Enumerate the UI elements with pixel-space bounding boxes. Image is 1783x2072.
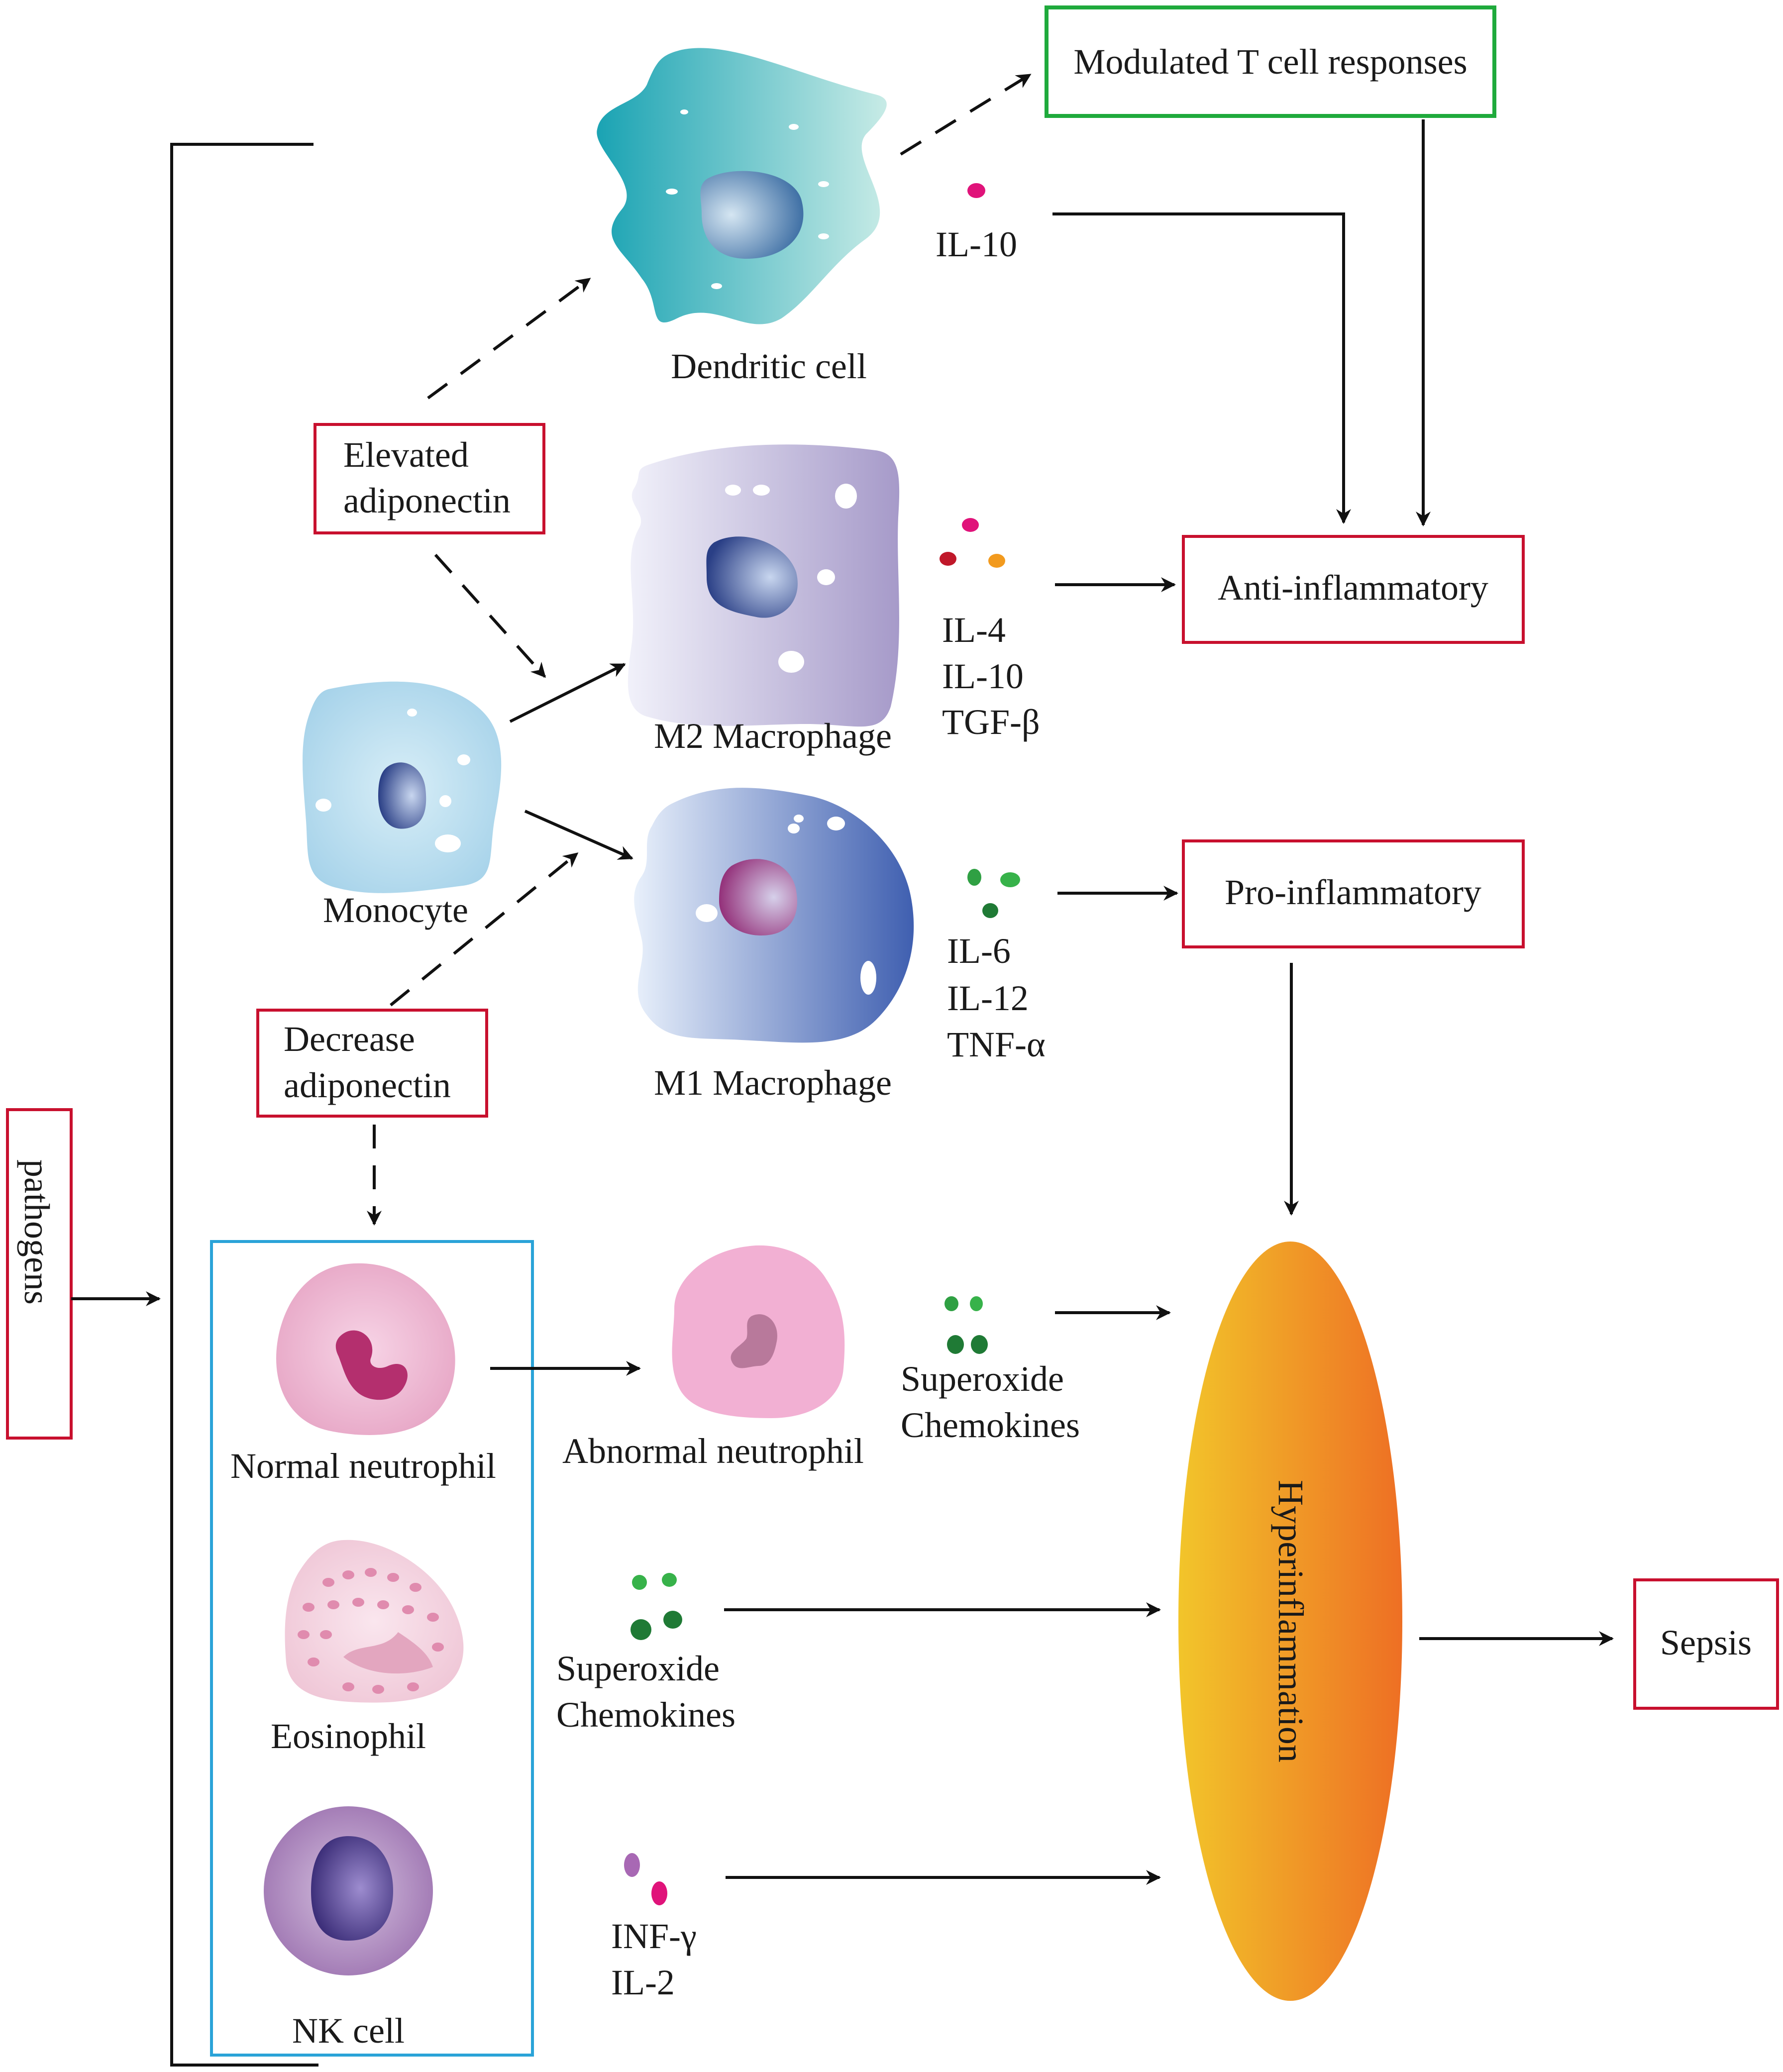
m1-macrophage — [634, 788, 914, 1043]
m2-macrophage — [628, 444, 900, 727]
monocyte-label: Monocyte — [323, 890, 468, 930]
m2-cytokine-tgfb: TGF-β — [942, 702, 1040, 742]
neutrophil-product-superoxide: Superoxide — [901, 1359, 1064, 1399]
il12-dot — [1000, 872, 1020, 887]
neutrophil-product-chemokines: Chemokines — [901, 1405, 1080, 1445]
pathogens-box: pathogens — [6, 1108, 73, 1440]
elevated-to-dendritic-arrow — [427, 277, 591, 400]
tgf-beta-dot — [988, 554, 1005, 568]
eos-product-chemokines: Chemokines — [556, 1695, 735, 1735]
anti-inflammatory-box: Anti-inflammatory — [1182, 535, 1525, 644]
m2-cytokine-il4: IL-4 — [942, 610, 1006, 650]
abnormal-neutrophil — [672, 1245, 845, 1418]
abnormal-neutrophil-label: Abnormal neutrophil — [562, 1431, 864, 1471]
pathogen-bracket — [170, 143, 318, 2067]
modulated-t-cell-box: Modulated T cell responses — [1045, 5, 1496, 118]
decrease-label-line1: Decrease — [284, 1019, 415, 1059]
decrease-label-line2: adiponectin — [284, 1065, 451, 1105]
m1-macrophage-label: M1 Macrophage — [654, 1063, 892, 1103]
elevated-adiponectin-box: Elevated adiponectin — [314, 423, 545, 534]
il10-m2-dot — [940, 552, 956, 566]
normal-neutrophil-label: Normal neutrophil — [230, 1446, 496, 1486]
hyperinflammation-label: Hyperinflammation — [1271, 1480, 1311, 1762]
monocyte-to-m2-arrow — [509, 663, 626, 723]
il10-dot — [967, 183, 985, 198]
pro-inflammatory-box: Pro-inflammatory — [1182, 839, 1525, 948]
neutrophil-product-dot-4 — [971, 1335, 988, 1354]
normal-neutrophil — [276, 1263, 455, 1435]
neutrophil-product-dot-3 — [947, 1335, 964, 1354]
m1-cytokine-tnfa: TNF-α — [947, 1025, 1046, 1064]
monocyte — [303, 681, 502, 893]
decrease-adiponectin-box: Decrease adiponectin — [256, 1009, 488, 1118]
eos-product-dot-1 — [632, 1575, 647, 1590]
granulocyte-box — [210, 1240, 534, 2057]
nk-product-inf-gamma: INF-γ — [611, 1916, 697, 1956]
m2-cytokine-il10: IL-10 — [942, 656, 1024, 696]
pathogens-label: pathogens — [17, 1159, 57, 1305]
eos-product-dot-2 — [662, 1573, 677, 1587]
eosinophil — [285, 1540, 464, 1703]
neutrophil-product-dot-1 — [944, 1296, 958, 1311]
m2-macrophage-label: M2 Macrophage — [654, 716, 892, 756]
dendritic-to-tcell-arrow — [900, 73, 1032, 156]
il4-dot — [962, 518, 979, 532]
il10-to-anti-arrow — [1052, 212, 1351, 524]
monocyte-to-m1-arrow — [524, 810, 633, 860]
anti-inflammatory-label: Anti-inflammatory — [1218, 568, 1488, 608]
eosinophil-label: Eosinophil — [271, 1716, 426, 1756]
eos-product-superoxide: Superoxide — [556, 1649, 720, 1688]
tnf-alpha-dot — [982, 903, 998, 918]
il2-dot — [651, 1881, 667, 1905]
inf-gamma-dot — [624, 1853, 640, 1877]
il6-dot — [967, 869, 981, 886]
modulated-t-cell-label: Modulated T cell responses — [1073, 42, 1467, 82]
il10-label: IL-10 — [936, 224, 1017, 264]
nk-product-il2: IL-2 — [611, 1963, 675, 2002]
dendritic-cell — [597, 48, 887, 324]
eos-product-dot-3 — [630, 1619, 651, 1640]
sepsis-label: Sepsis — [1660, 1623, 1752, 1662]
nk-cell-label: NK cell — [292, 2011, 405, 2051]
m1-cytokine-il6: IL-6 — [947, 931, 1011, 971]
m1-cytokine-il12: IL-12 — [947, 978, 1029, 1018]
nk-cell — [264, 1806, 433, 1975]
elevated-label-line1: Elevated — [343, 435, 469, 475]
elevated-to-m2-arrow — [434, 553, 546, 678]
eos-product-dot-4 — [663, 1611, 682, 1629]
neutrophil-product-dot-2 — [970, 1296, 983, 1311]
sepsis-box: Sepsis — [1633, 1578, 1779, 1710]
dendritic-cell-label: Dendritic cell — [671, 346, 867, 386]
elevated-label-line2: adiponectin — [343, 481, 511, 520]
pro-inflammatory-label: Pro-inflammatory — [1225, 872, 1481, 912]
hyperinflammation: Hyperinflammation — [1178, 1242, 1402, 2001]
